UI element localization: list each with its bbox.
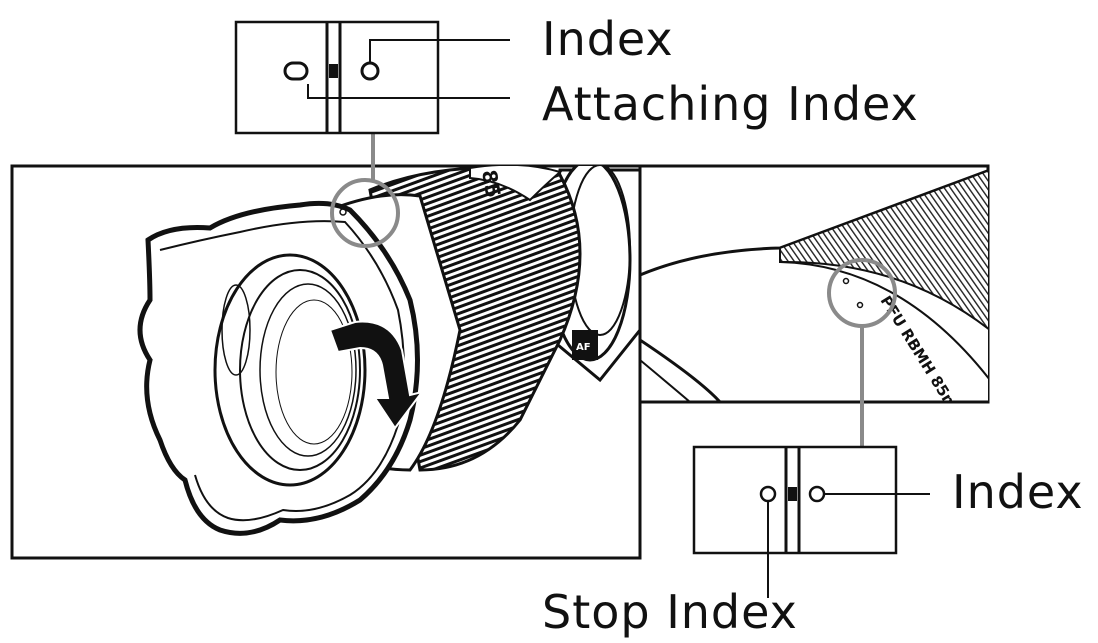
mount-marker (329, 64, 338, 78)
main-illustration-panel: 85 AF (10, 164, 642, 560)
af-badge (572, 330, 598, 360)
attaching-index-leader (307, 84, 510, 99)
rotation-arrow (328, 320, 425, 430)
focal-length-marking: 85 (477, 168, 505, 200)
stop-mount-marker (788, 487, 797, 501)
lens-hood (137, 200, 420, 536)
lens-index-dot (842, 277, 850, 285)
stop-index-mark (759, 485, 777, 503)
label-attaching-index: Attaching Index (542, 77, 919, 131)
attaching-index-dot (339, 208, 347, 216)
detail-panel: PFU RBMH 85mm (638, 164, 990, 404)
attaching-detail-inset (234, 20, 510, 135)
attaching-index-mark (283, 61, 309, 81)
stop-index-dot (856, 301, 864, 309)
stop-detail-inset (692, 445, 930, 598)
attach-callout-circle (330, 178, 400, 248)
index-mark (360, 61, 380, 81)
detail-focus-ring (779, 169, 988, 330)
right-index-mark (808, 485, 826, 503)
af-badge-text: AF (576, 342, 591, 353)
label-index-right: Index (952, 465, 1084, 519)
index-leader (369, 39, 510, 63)
label-index-top: Index (542, 12, 674, 66)
label-stop-index: Stop Index (542, 585, 798, 639)
